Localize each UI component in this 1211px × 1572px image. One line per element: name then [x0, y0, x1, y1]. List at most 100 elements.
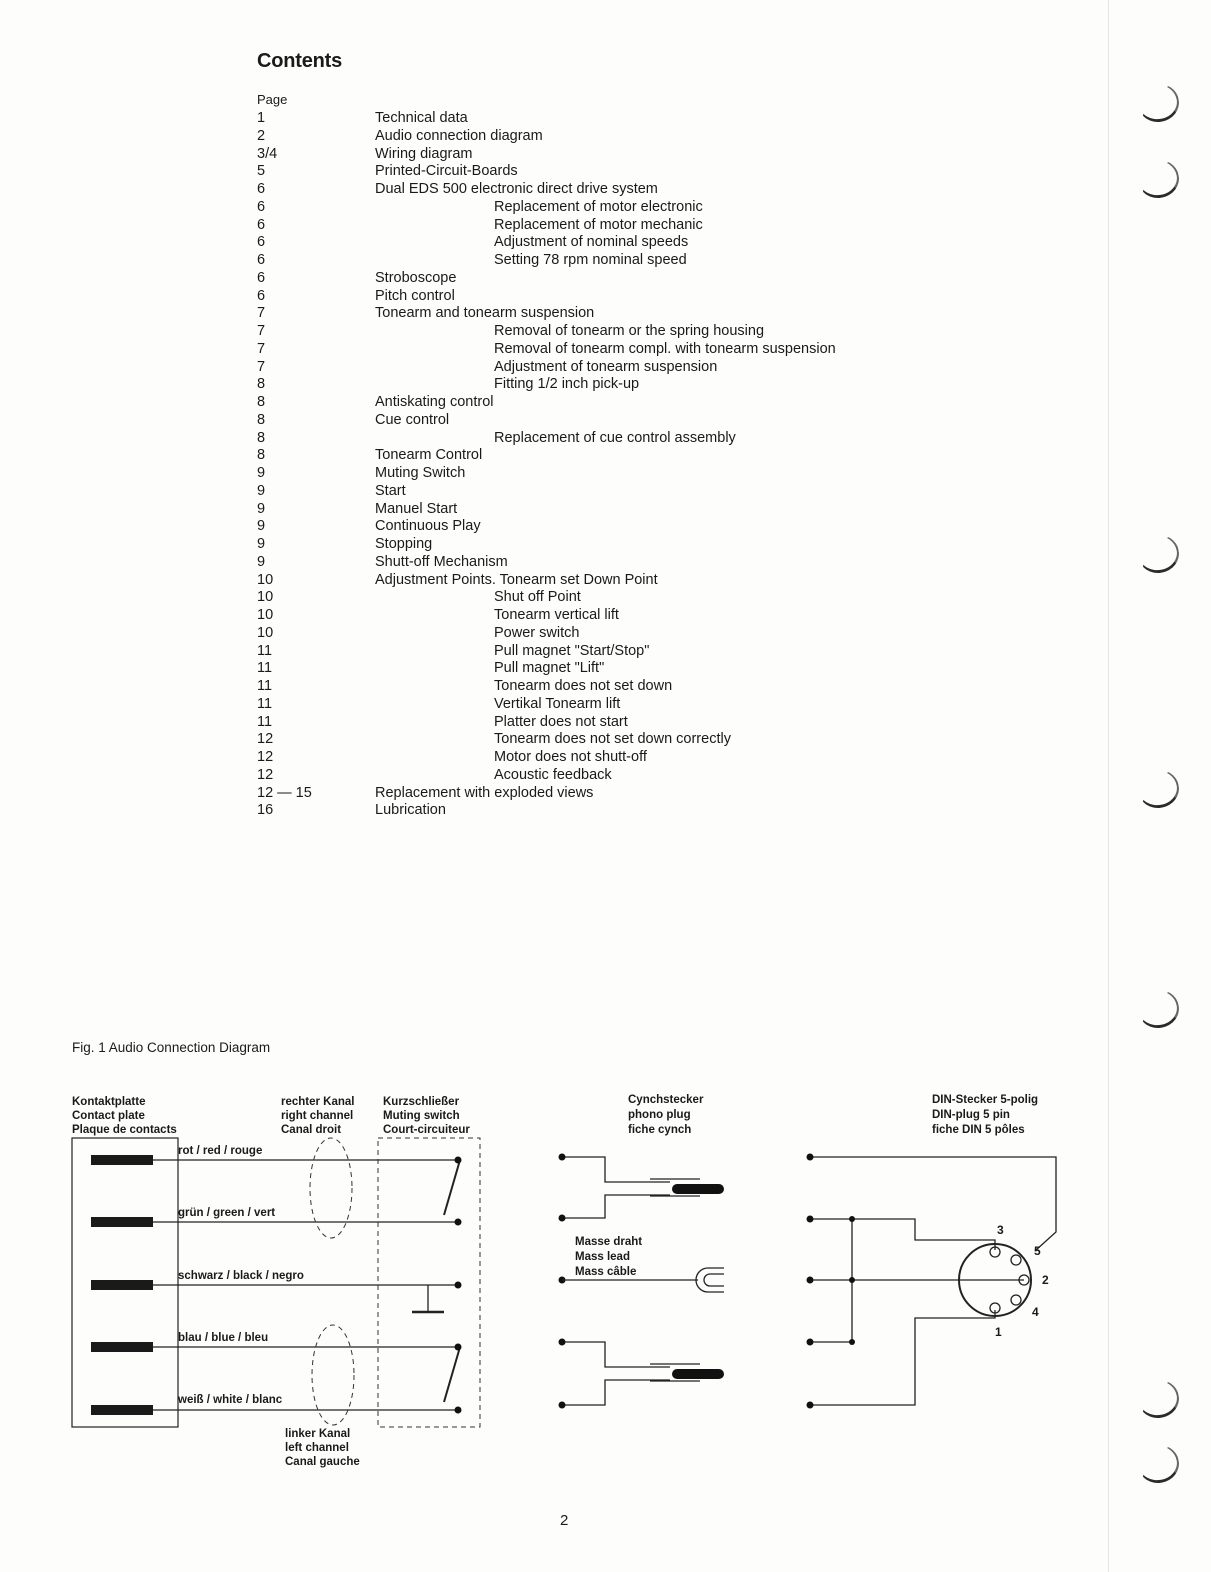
audio-connection-diagram: Kontaktplatte Contact plate Plaque de co… — [71, 1094, 1057, 1468]
binder-hole — [1135, 766, 1182, 812]
toc-entry-title: Adjustment Points. Tonearm set Down Poin… — [375, 571, 658, 588]
binder-hole — [1135, 986, 1182, 1032]
toc-page-number: 11 — [257, 642, 273, 659]
toc-entry-title: Vertikal Tonearm lift — [494, 695, 621, 712]
toc-entry-title: Adjustment of nominal speeds — [494, 234, 689, 251]
toc-entry: 12 — 15 Replacement with exploded views — [255, 785, 955, 803]
toc-page-number: 7 — [257, 340, 266, 357]
din-plug — [810, 1156, 1057, 1406]
toc-entry-title: Manuel Start — [375, 500, 458, 517]
muting-switch-label-fr: Court-circuiteur — [383, 1124, 470, 1136]
figure-caption: Fig. 1 Audio Connection Diagram — [72, 1040, 271, 1055]
toc-entry: 11 Pull magnet "Start/Stop" — [255, 643, 955, 661]
page-column-header: Page — [257, 92, 288, 107]
toc-page-number: 12 — [257, 749, 274, 765]
toc-page-number: 9 — [257, 465, 266, 481]
toc-entry-title: Stroboscope — [375, 269, 457, 286]
toc-entry: 11 Tonearm does not set down — [255, 678, 955, 696]
toc-entry-title: Start — [375, 482, 406, 499]
toc-entry-title: Tonearm does not set down correctly — [494, 731, 731, 748]
phono-plug-upper — [562, 1156, 700, 1219]
toc-entry-title: Technical data — [375, 110, 468, 126]
toc-page-number: 11 — [257, 678, 273, 694]
toc-entry-title: Printed-Circuit-Boards — [375, 163, 518, 180]
toc-entry-title: Adjustment of tonearm suspension — [494, 358, 718, 375]
mass-lead — [562, 1267, 724, 1293]
toc-page-number: 8 — [257, 394, 266, 410]
left-channel-label-de: linker Kanal — [285, 1428, 350, 1440]
toc-entry-title: Stopping — [375, 536, 433, 552]
wire-label-black: schwarz / black / negro — [178, 1270, 304, 1282]
toc-entry: 5 Printed-Circuit-Boards — [255, 163, 955, 181]
toc-page-number: 9 — [257, 518, 266, 535]
toc-entry-title: Pull magnet "Start/Stop" — [494, 642, 650, 659]
cynch-plug-label-fr: fiche cynch — [628, 1124, 691, 1136]
toc-page-number: 7 — [257, 323, 266, 339]
toc-entry-title: Pitch control — [375, 287, 455, 304]
toc-entry-title: Tonearm and tonearm suspension — [375, 305, 595, 322]
toc-entry-title: Muting Switch — [375, 465, 466, 481]
din-plug-label-en: DIN-plug 5 pin — [932, 1109, 1010, 1121]
toc-page-number: 6 — [257, 252, 266, 268]
toc-page-number: 6 — [257, 287, 266, 304]
mass-lead-label-en: Mass lead — [575, 1251, 630, 1263]
toc-page-number: 5 — [257, 163, 266, 180]
toc-entry-title: Tonearm Control — [375, 447, 483, 464]
muting-switch-label-de: Kurzschließer — [383, 1096, 460, 1108]
toc-page-number: 9 — [257, 536, 266, 552]
contact-plate-label-de: Kontaktplatte — [72, 1096, 145, 1108]
toc-entry-title: Replacement with exploded views — [375, 784, 594, 801]
toc-entry-title: Replacement of motor electronic — [494, 198, 703, 215]
toc-page-number: 9 — [257, 500, 266, 517]
wire-label-red: rot / red / rouge — [178, 1145, 262, 1157]
toc-entry: 10 Adjustment Points. Tonearm set Down Po… — [255, 572, 955, 590]
toc-entry-title: Fitting 1/2 inch pick-up — [494, 376, 640, 393]
toc-page-number: 11 — [257, 713, 273, 730]
toc-page-number: 8 — [257, 411, 266, 428]
left-channel-label-en: left channel — [285, 1442, 349, 1454]
binder-hole — [1135, 156, 1182, 202]
din-pin-3: 3 — [997, 1223, 1004, 1237]
din-plug-label-fr: fiche DIN 5 pôles — [932, 1124, 1025, 1136]
mass-lead-label-de: Masse draht — [575, 1236, 642, 1248]
toc-page-number: 3/4 — [257, 145, 278, 162]
toc-entry: 9 Muting Switch — [255, 465, 955, 483]
din-pin-1: 1 — [995, 1325, 1002, 1339]
toc-page-number: 10 — [257, 607, 274, 623]
toc-entry: 10 Tonearm vertical lift — [255, 607, 955, 625]
wire-label-white: weiß / white / blanc — [177, 1394, 283, 1406]
toc-entry-title: Cue control — [375, 411, 450, 428]
toc-page-number: 12 — 15 — [257, 784, 312, 801]
right-channel-label-en: right channel — [281, 1110, 353, 1122]
toc-entry-title: Tonearm does not set down — [494, 678, 673, 694]
muting-switch-label-en: Muting switch — [383, 1110, 460, 1122]
toc-entry: 6 Pitch control — [255, 288, 955, 306]
toc-entry-title: Removal of tonearm compl. with tonearm s… — [494, 340, 836, 357]
toc-page-number: 9 — [257, 482, 266, 499]
toc-page-number: 10 — [257, 571, 274, 588]
din-pin-4: 4 — [1032, 1305, 1039, 1319]
toc-entry-title: Shutt-off Mechanism — [375, 553, 508, 570]
toc-entry-title: Power switch — [494, 624, 580, 641]
toc-entry: 8 Cue control — [255, 412, 955, 430]
toc-page-number: 8 — [257, 429, 266, 446]
toc-entry-title: Audio connection diagram — [375, 127, 543, 144]
toc-entry-title: Tonearm vertical lift — [494, 607, 619, 623]
